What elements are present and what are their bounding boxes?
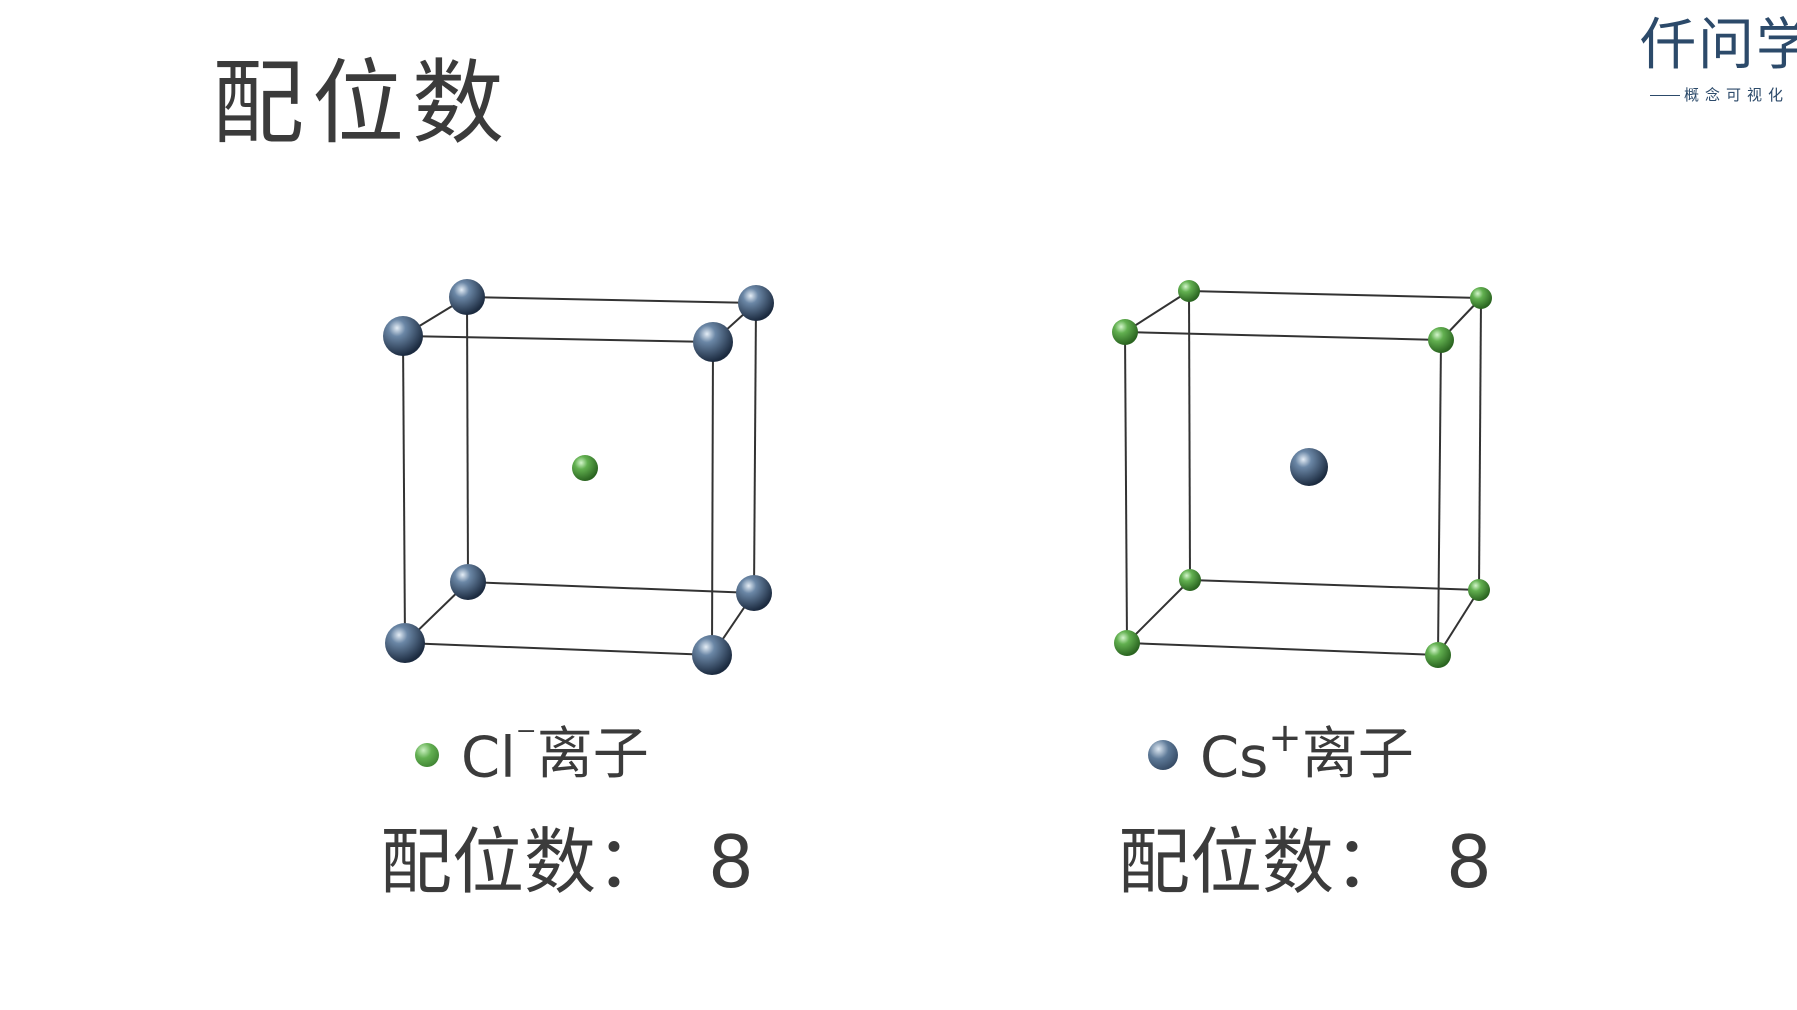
ion-name-left: Cl⁻: [461, 718, 537, 787]
cell-edge-back: [753, 302, 757, 594]
unit-cell-left: [383, 279, 774, 675]
cell-edge-back: [1478, 297, 1482, 591]
chloride-corner-atom: [1470, 287, 1492, 309]
chloride-center-atom: [572, 455, 598, 481]
cell-edge-back: [467, 581, 755, 594]
cesium-corner-atom: [736, 575, 772, 611]
cesium-corner-atom: [385, 623, 425, 663]
logo-main-text: 仟问学: [1640, 13, 1797, 78]
ion-suffix-right: 离子: [1301, 722, 1414, 788]
cell-edge-front: [1124, 331, 1128, 644]
chloride-corner-atom: [1179, 569, 1201, 591]
cell-edge-front: [404, 642, 713, 656]
cesium-corner-atom: [738, 285, 774, 321]
cell-edge-back: [1188, 290, 1191, 581]
cn-value-left: 8: [708, 820, 754, 904]
legend-right: Cs+ 离子: [1148, 718, 1414, 788]
cesium-atom-icon: [1148, 740, 1178, 771]
cesium-center-atom: [1290, 448, 1328, 486]
cn-value-right: 8: [1446, 820, 1492, 904]
cell-edge-back: [466, 296, 469, 583]
cell-edge-back: [1189, 579, 1480, 591]
chloride-corner-atom: [1428, 327, 1454, 353]
cn-label-left: 配位数：: [380, 820, 669, 904]
chloride-atom-icon: [415, 743, 439, 768]
chloride-corner-atom: [1178, 280, 1200, 302]
legend-left: Cl⁻ 离子: [415, 718, 649, 788]
ion-symbol-left: Cl: [461, 725, 516, 791]
cell-edge-front: [402, 335, 714, 343]
cell-edge-front: [711, 341, 714, 656]
cn-label-right: 配位数：: [1118, 820, 1407, 904]
cell-edge-back: [466, 296, 757, 304]
chloride-corner-atom: [1468, 579, 1490, 601]
ion-charge-right: +: [1268, 715, 1302, 761]
unit-cell-right: [1112, 280, 1492, 668]
ion-suffix-left: 离子: [536, 722, 649, 788]
cesium-corner-atom: [693, 322, 733, 362]
cesium-corner-atom: [383, 316, 423, 356]
logo-dash: [1650, 95, 1680, 96]
ion-symbol-right: Cs: [1200, 725, 1269, 791]
chloride-corner-atom: [1112, 319, 1138, 345]
cell-edge-front: [402, 335, 406, 644]
chloride-corner-atom: [1114, 630, 1140, 656]
logo-sub-text: 概念可视化: [1684, 86, 1790, 104]
chloride-corner-atom: [1425, 642, 1451, 668]
cell-edge-depth: [1126, 579, 1191, 644]
cesium-corner-atom: [692, 635, 732, 675]
cesium-corner-atom: [449, 279, 485, 315]
cell-edge-front: [1124, 331, 1442, 341]
page-title: 配位数: [212, 50, 513, 157]
cell-edge-back: [1188, 290, 1482, 299]
cell-edge-front: [1437, 339, 1442, 656]
ion-charge-left: ⁻: [515, 715, 537, 761]
coordination-number-right: 配位数：8: [1118, 826, 1492, 898]
cell-edge-front: [1126, 642, 1439, 656]
coordination-number-left: 配位数：8: [380, 826, 754, 898]
ion-name-right: Cs+: [1200, 718, 1302, 787]
logo-tagline: 概念可视化: [1650, 84, 1789, 105]
cesium-corner-atom: [450, 564, 486, 600]
brand-logo: 仟问学 概念可视化: [1640, 18, 1797, 118]
